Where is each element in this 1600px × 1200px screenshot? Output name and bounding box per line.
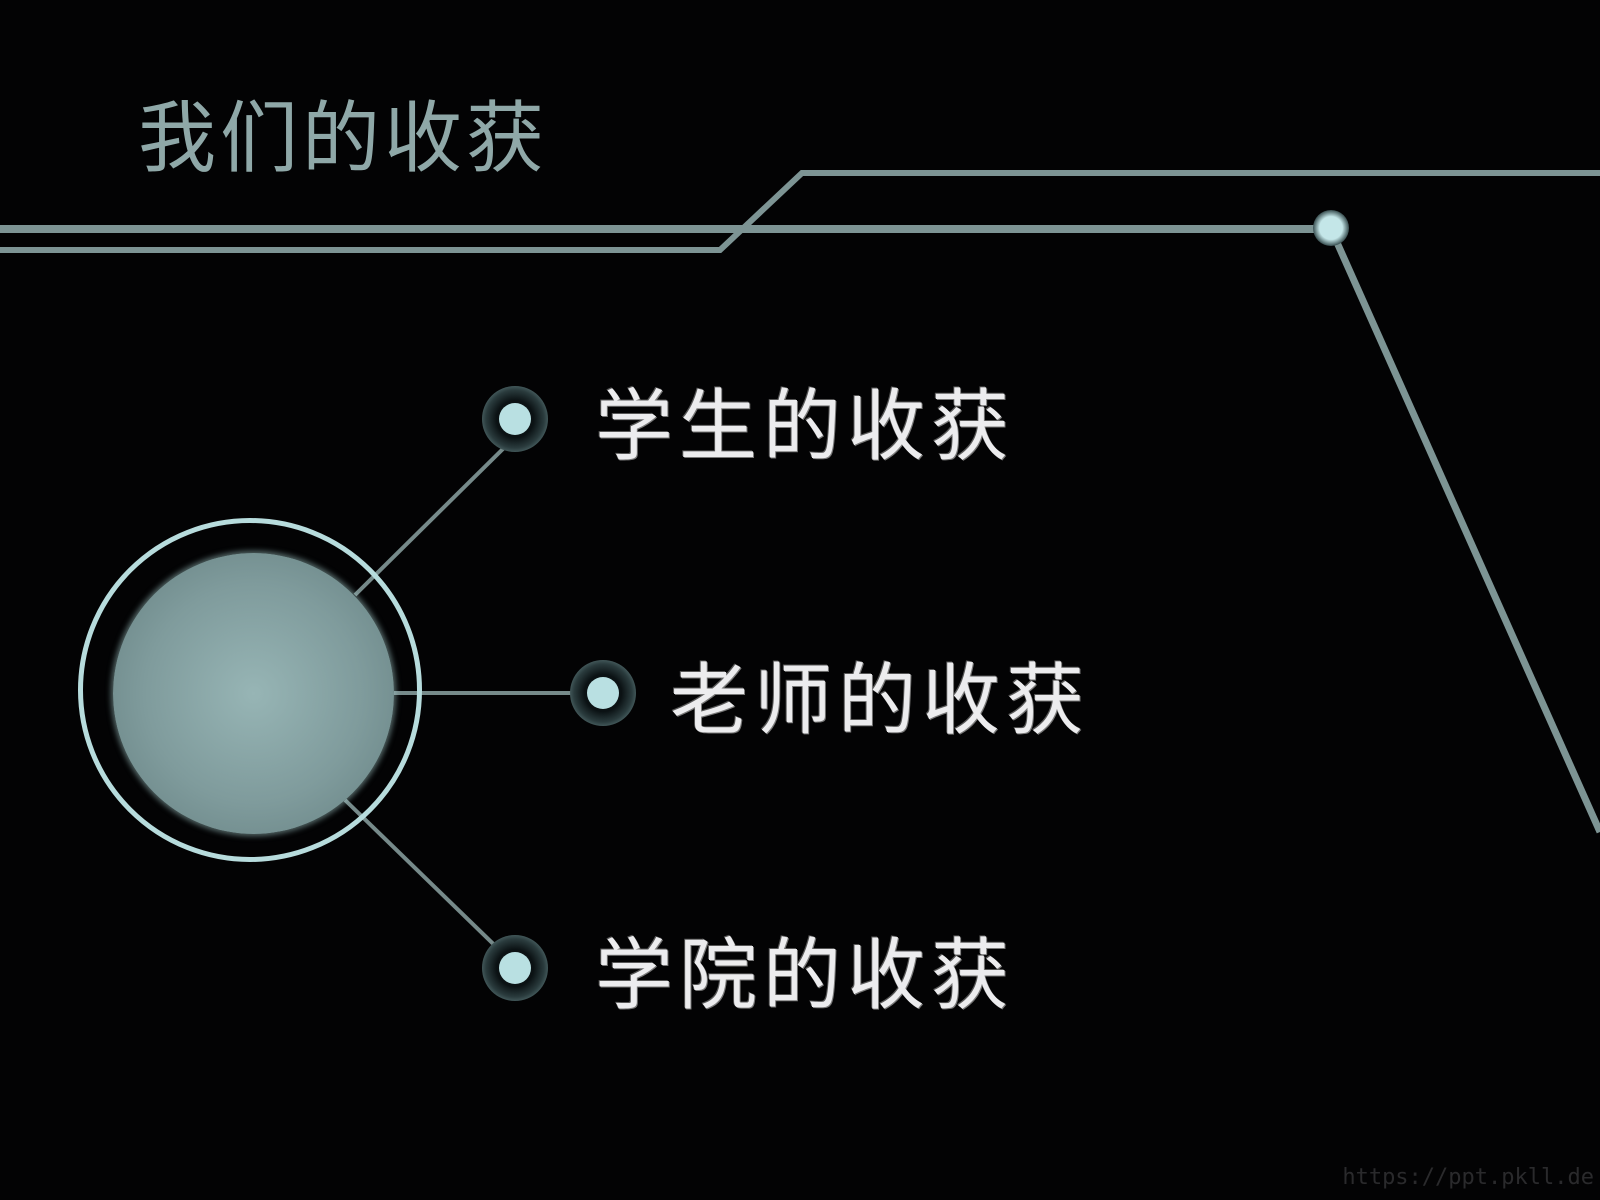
connector-top	[353, 435, 517, 597]
item-label-college: 学院的收获	[595, 931, 1016, 1021]
slide-title: 我们的收获	[138, 94, 549, 184]
connector-bottom	[343, 798, 517, 967]
circle-node-icon	[570, 660, 636, 726]
item-label-students: 学生的收获	[595, 382, 1016, 472]
central-ring	[78, 518, 422, 862]
watermark: https://ppt.pkll.de	[1342, 1165, 1594, 1190]
circle-node-icon	[482, 386, 548, 452]
line-end-dot-icon	[1313, 210, 1349, 246]
central-sphere-icon	[113, 553, 394, 834]
right-diagonal-rail	[1327, 227, 1600, 834]
item-label-teachers: 老师的收获	[670, 656, 1091, 746]
header-rail-lower	[0, 170, 1600, 253]
circle-node-icon	[482, 935, 548, 1001]
